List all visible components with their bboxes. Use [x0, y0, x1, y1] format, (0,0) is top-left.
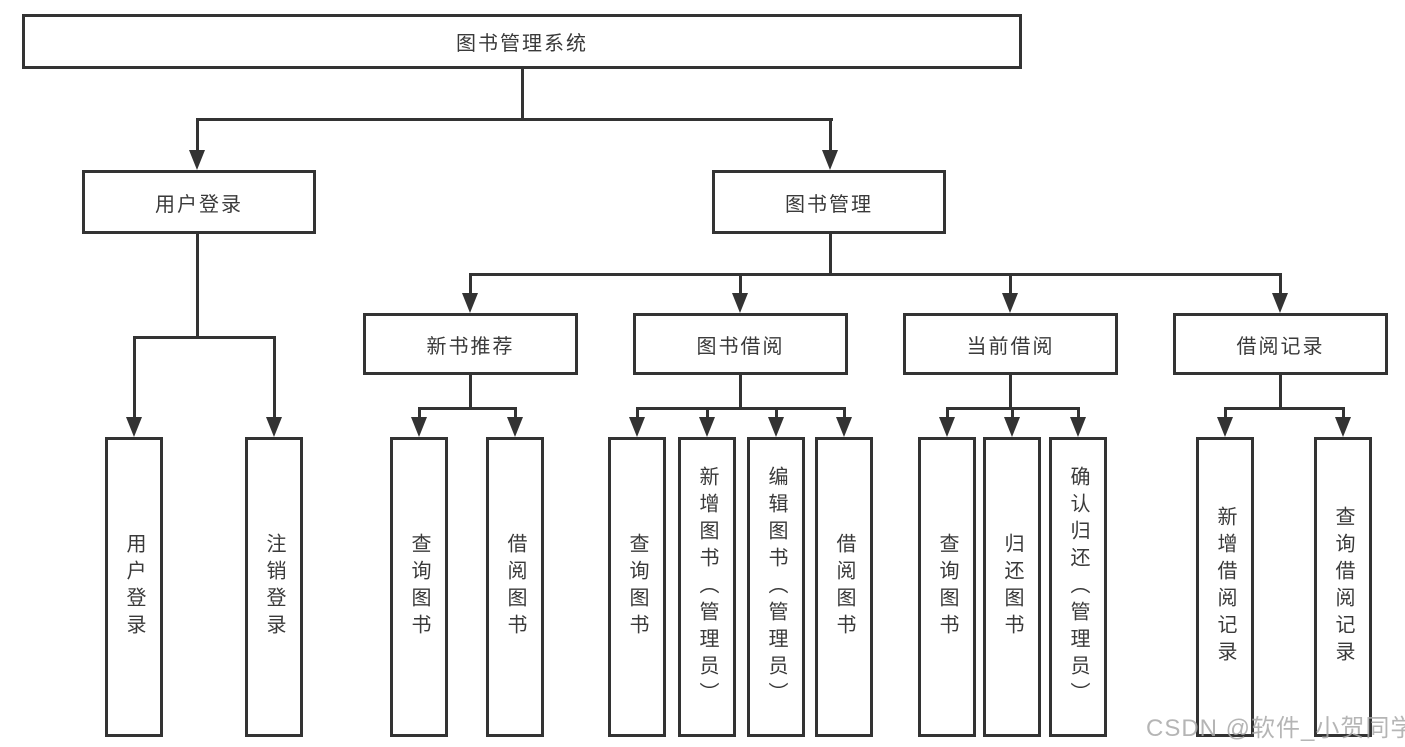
arrow-down-icon [189, 150, 205, 170]
connector-line [706, 407, 709, 421]
arrow-down-icon [836, 417, 852, 437]
arrow-down-icon [1272, 293, 1288, 313]
node-label: 新增图书（管理员） [696, 465, 718, 709]
leaf-confirm-return-admin: 确认归还（管理员） [1049, 437, 1107, 737]
node-label: 图书管理 [785, 193, 873, 216]
connector-line [133, 336, 276, 339]
leaf-add-borrow-record: 新增借阅记录 [1196, 437, 1254, 737]
csdn-watermark: CSDN @软件_小贺同学 [1146, 715, 1405, 742]
connector-line [1224, 407, 1345, 410]
leaf-query-books: 查询图书 [918, 437, 976, 737]
node-label: 借阅记录 [1236, 335, 1325, 358]
connector-line [418, 407, 421, 421]
arrow-down-icon [1217, 417, 1233, 437]
connector-line [1279, 374, 1282, 409]
connector-line [133, 336, 136, 419]
connector-line [196, 233, 199, 338]
node-borrowing-records: 借阅记录 [1173, 313, 1388, 375]
node-user-login: 用户登录 [82, 170, 316, 234]
connector-line [1077, 407, 1080, 421]
leaf-query-books: 查询图书 [390, 437, 448, 737]
node-label: 查询图书 [626, 533, 648, 641]
arrow-down-icon [939, 417, 955, 437]
leaf-add-books-admin: 新增图书（管理员） [678, 437, 736, 737]
arrow-down-icon [822, 150, 838, 170]
arrow-down-icon [411, 417, 427, 437]
connector-line [273, 336, 276, 419]
connector-line [521, 67, 524, 120]
connector-line [1009, 374, 1012, 409]
connector-line [469, 273, 1282, 276]
connector-line [1342, 407, 1345, 421]
arrow-down-icon [732, 293, 748, 313]
arrow-down-icon [768, 417, 784, 437]
connector-line [1009, 273, 1012, 295]
node-label: 查询借阅记录 [1332, 506, 1354, 668]
arrow-down-icon [1002, 293, 1018, 313]
connector-line [1224, 407, 1227, 421]
connector-line [946, 407, 949, 421]
connector-line [469, 374, 472, 409]
arrow-down-icon [1070, 417, 1086, 437]
node-label: 新书推荐 [426, 335, 515, 358]
arrow-down-icon [126, 417, 142, 437]
node-label: 借阅图书 [504, 533, 526, 641]
leaf-user-login: 用户登录 [105, 437, 163, 737]
connector-line [514, 407, 517, 421]
arrow-down-icon [1004, 417, 1020, 437]
leaf-logout: 注销登录 [245, 437, 303, 737]
connector-line [1279, 273, 1282, 295]
arrow-down-icon [462, 293, 478, 313]
connector-line [636, 407, 846, 410]
leaf-query-books: 查询图书 [608, 437, 666, 737]
connector-line [739, 273, 742, 295]
leaf-borrow-books: 借阅图书 [815, 437, 873, 737]
connector-line [829, 233, 832, 275]
node-label: 查询图书 [408, 533, 430, 641]
leaf-edit-books-admin: 编辑图书（管理员） [747, 437, 805, 737]
arrow-down-icon [699, 417, 715, 437]
arrow-down-icon [629, 417, 645, 437]
node-label: 用户登录 [123, 533, 145, 641]
leaf-query-borrow-record: 查询借阅记录 [1314, 437, 1372, 737]
connector-line [775, 407, 778, 421]
arrow-down-icon [266, 417, 282, 437]
node-label: 确认归还（管理员） [1067, 465, 1089, 709]
node-library-management-system: 图书管理系统 [22, 14, 1022, 69]
node-label: 用户登录 [155, 193, 243, 216]
connector-line [843, 407, 846, 421]
connector-line [196, 118, 833, 121]
node-label: 查询图书 [936, 533, 958, 641]
node-new-book-recommendation: 新书推荐 [363, 313, 578, 375]
node-book-borrowing: 图书借阅 [633, 313, 848, 375]
connector-line [469, 273, 472, 295]
leaf-return-books: 归还图书 [983, 437, 1041, 737]
node-label: 注销登录 [263, 533, 285, 641]
connector-line [636, 407, 639, 421]
node-label: 编辑图书（管理员） [765, 465, 787, 709]
arrow-down-icon [507, 417, 523, 437]
connector-line [829, 118, 832, 152]
node-current-borrowing: 当前借阅 [903, 313, 1118, 375]
node-label: 新增借阅记录 [1214, 506, 1236, 668]
node-label: 当前借阅 [966, 335, 1055, 358]
arrow-down-icon [1335, 417, 1351, 437]
leaf-borrow-books: 借阅图书 [486, 437, 544, 737]
connector-line [418, 407, 517, 410]
node-label: 借阅图书 [833, 533, 855, 641]
node-label: 归还图书 [1001, 533, 1023, 641]
connector-line [1011, 407, 1014, 421]
connector-line [739, 374, 742, 409]
node-label: 图书管理系统 [456, 33, 588, 55]
connector-line [196, 118, 199, 152]
node-label: 图书借阅 [696, 335, 785, 358]
node-book-management: 图书管理 [712, 170, 946, 234]
